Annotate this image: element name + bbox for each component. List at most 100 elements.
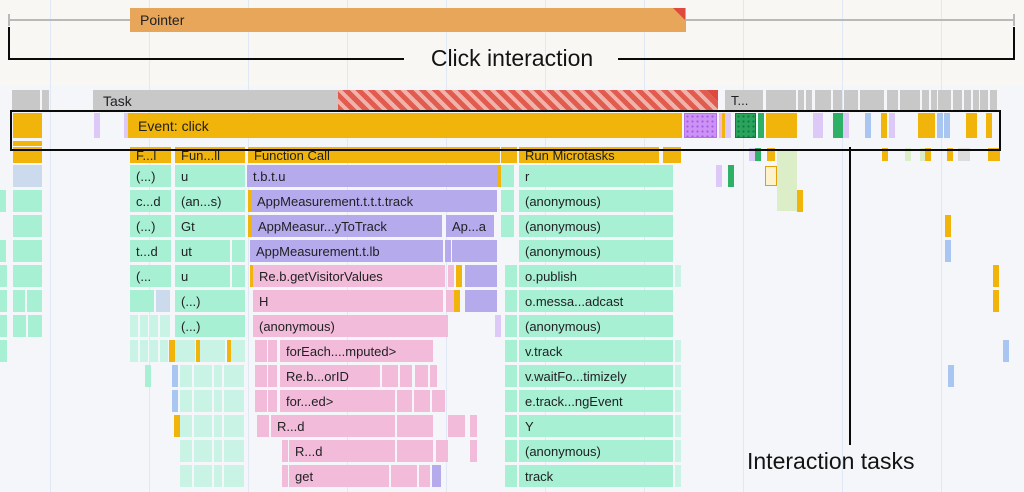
flame-bar[interactable] [214, 390, 222, 412]
flame-bar[interactable]: (...) [175, 290, 245, 312]
flame-bar[interactable] [988, 148, 994, 161]
flame-bar[interactable] [194, 465, 212, 487]
flame-bar[interactable] [501, 215, 514, 237]
flame-bar[interactable]: e.track...ngEvent [519, 390, 673, 412]
flame-bar[interactable] [261, 365, 267, 387]
flame-bar[interactable] [501, 165, 514, 187]
flame-bar[interactable] [470, 440, 477, 462]
flame-bar[interactable] [13, 240, 42, 262]
flame-bar[interactable] [0, 340, 7, 362]
flame-bar[interactable] [454, 290, 460, 312]
flame-bar[interactable] [675, 440, 681, 462]
flame-bar[interactable] [505, 465, 511, 487]
flame-bar[interactable] [947, 148, 953, 161]
flame-bar[interactable]: AppMeasur...yToTrack [252, 215, 442, 237]
flame-bar[interactable]: Re.b...orID [280, 365, 380, 387]
flame-bar[interactable] [511, 390, 517, 412]
flame-bar[interactable] [282, 440, 288, 462]
task-fragment[interactable] [922, 90, 929, 111]
flame-bar[interactable] [13, 113, 42, 138]
flame-bar[interactable] [94, 113, 100, 138]
flame-bar[interactable] [169, 340, 175, 362]
flame-bar[interactable] [833, 113, 839, 138]
flame-bar[interactable] [214, 365, 222, 387]
flame-bar[interactable] [0, 315, 7, 337]
flame-bar[interactable] [27, 290, 42, 312]
task-long-portion[interactable] [338, 90, 718, 111]
flame-bar[interactable] [675, 147, 681, 163]
flame-bar[interactable]: c...d [130, 190, 171, 212]
flame-bar[interactable] [261, 340, 267, 362]
flame-bar[interactable] [767, 148, 775, 161]
flame-bar[interactable]: get [289, 465, 389, 487]
flame-bar[interactable]: (...) [130, 165, 171, 187]
flame-bar[interactable] [924, 113, 930, 138]
flame-bar[interactable] [232, 240, 245, 262]
flame-bar[interactable]: o.publish [519, 265, 673, 287]
flame-bar[interactable] [675, 340, 681, 362]
flame-bar[interactable] [150, 340, 158, 362]
task-fragment[interactable] [900, 90, 906, 111]
flame-bar[interactable]: (anonymous) [519, 240, 673, 262]
flame-bar[interactable] [224, 465, 244, 487]
flame-bar[interactable] [124, 113, 130, 138]
flame-bar[interactable] [140, 340, 148, 362]
task-fragment[interactable] [766, 90, 796, 111]
flame-bar[interactable] [130, 290, 154, 312]
flame-bar[interactable] [865, 113, 871, 138]
flame-bar[interactable] [843, 113, 849, 138]
flame-bar[interactable] [495, 315, 501, 337]
flame-bar[interactable] [180, 440, 192, 462]
flame-bar[interactable] [180, 465, 192, 487]
flame-bar[interactable] [511, 290, 517, 312]
flame-bar[interactable] [684, 113, 717, 138]
flame-bar[interactable] [675, 390, 681, 412]
flame-bar[interactable] [224, 365, 244, 387]
flame-bar[interactable] [971, 113, 977, 138]
flame-bar[interactable] [224, 390, 244, 412]
flame-bar[interactable] [511, 365, 517, 387]
task-fragment[interactable] [815, 90, 831, 111]
flame-bar[interactable]: R...d [271, 415, 395, 437]
flame-bar[interactable] [448, 415, 465, 437]
flame-bar[interactable] [958, 148, 964, 161]
task-fragment[interactable] [887, 90, 898, 111]
flame-bar[interactable]: (anonymous) [253, 315, 448, 337]
flame-bar[interactable] [749, 148, 755, 161]
flame-bar[interactable]: (an...s) [175, 190, 245, 212]
task-fragment[interactable] [798, 90, 804, 111]
flame-bar[interactable] [452, 240, 497, 262]
flame-bar[interactable] [445, 240, 451, 262]
flame-bar[interactable] [755, 148, 761, 161]
flame-bar[interactable] [905, 148, 911, 161]
flame-bar[interactable] [172, 390, 178, 412]
flame-bar[interactable] [28, 315, 42, 337]
flame-bar[interactable] [1003, 340, 1009, 362]
flame-bar[interactable] [382, 365, 398, 387]
flame-bar[interactable]: track [519, 465, 673, 487]
flame-bar[interactable] [257, 415, 263, 437]
flame-bar[interactable] [945, 240, 951, 262]
flame-bar[interactable] [937, 113, 943, 138]
flame-bar[interactable] [255, 390, 261, 412]
flame-bar[interactable] [180, 415, 192, 437]
flame-bar[interactable] [511, 415, 517, 437]
flame-bar[interactable]: AppMeasurement.t.t.t.track [251, 190, 497, 212]
flame-bar[interactable]: F...l [130, 147, 171, 163]
flame-bar[interactable] [227, 340, 233, 362]
task-bar-2[interactable]: T... [725, 90, 763, 111]
flame-bar[interactable] [925, 148, 931, 161]
flame-bar[interactable] [817, 113, 823, 138]
flame-bar[interactable] [675, 415, 681, 437]
flame-bar[interactable] [0, 190, 6, 212]
flame-bar[interactable] [669, 147, 675, 163]
flame-bar[interactable] [993, 290, 999, 312]
flame-bar[interactable] [261, 390, 267, 412]
flame-bar[interactable] [13, 265, 42, 287]
flame-bar[interactable]: v.waitFo...timizely [519, 365, 673, 387]
flame-bar[interactable] [986, 113, 992, 138]
flame-bar[interactable] [675, 365, 681, 387]
flame-bar[interactable]: (anonymous) [519, 315, 673, 337]
flame-bar[interactable] [456, 265, 462, 287]
flame-bar[interactable] [511, 440, 517, 462]
